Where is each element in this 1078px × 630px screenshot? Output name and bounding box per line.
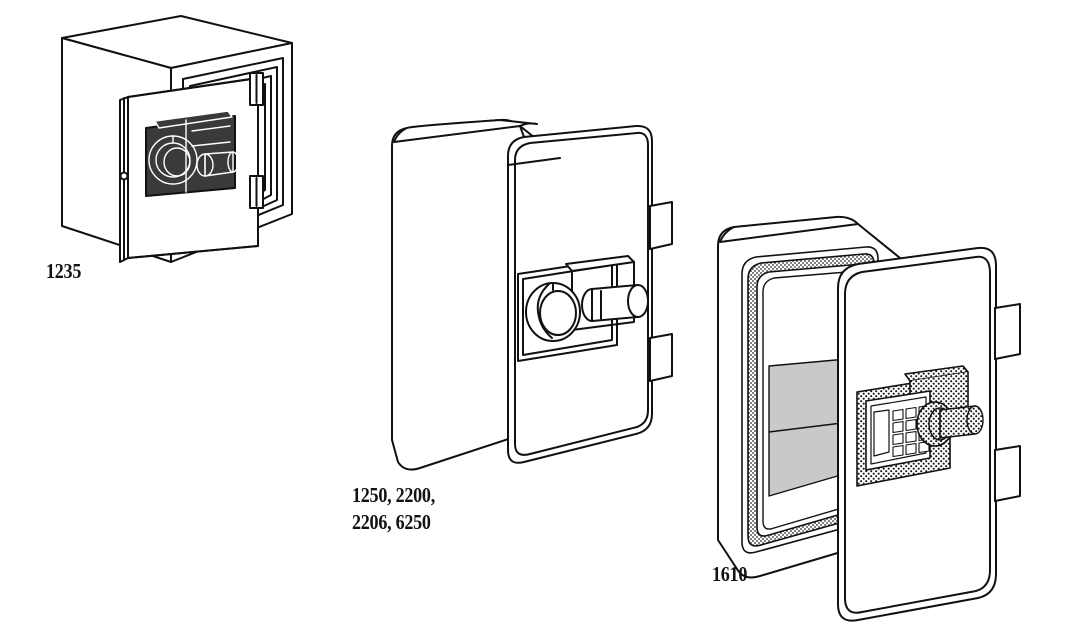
model-caption-1235: 1235: [46, 259, 82, 283]
safe-1250-2200-2206-6250-illustration: [391, 118, 673, 471]
electronic-keypad-lock: [856, 365, 984, 487]
model-caption-1250-group: 1250, 2200,2206, 6250: [352, 482, 435, 536]
hinge-lower: [649, 333, 673, 382]
caption-line-2: 2206, 6250: [352, 509, 431, 534]
hinge-upper: [994, 303, 1021, 360]
hinge-upper: [249, 72, 264, 106]
model-caption-1610: 1610: [712, 562, 748, 586]
lock-escutcheon-plate: [517, 255, 649, 362]
safe-1610-illustration: [717, 215, 1021, 622]
hinge-upper: [649, 201, 673, 250]
lock-panel-dial: [145, 110, 239, 197]
caption-line-1: 1250, 2200,: [352, 483, 435, 507]
hinge-lower: [249, 175, 264, 209]
hinge-lower: [994, 445, 1021, 502]
safe-1235-illustration: [61, 15, 293, 263]
